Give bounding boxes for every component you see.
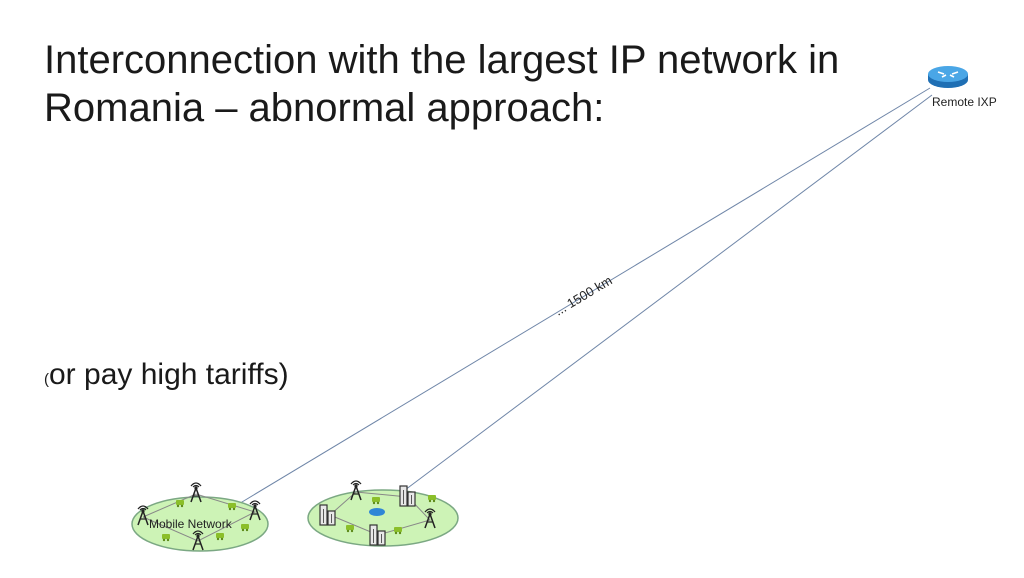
router-label: Remote IXP (932, 95, 997, 109)
note-paren: ( (44, 371, 49, 388)
link-mobile-to-ixp (236, 87, 931, 506)
tariff-note: (or pay high tariffs) (44, 358, 289, 392)
mobile-network-label: Mobile Network (149, 517, 233, 531)
lake-icon (369, 508, 385, 516)
link-city-to-ixp (404, 94, 933, 491)
title-line-2: Romania – abnormal approach: (44, 86, 605, 130)
distance-label: ... 1500 km (552, 273, 615, 319)
title-line-1: Interconnection with the largest IP netw… (44, 38, 840, 82)
note-text: or pay high tariffs) (49, 358, 289, 391)
building-icon (399, 485, 416, 507)
slide-title: Interconnection with the largest IP netw… (44, 36, 924, 132)
router-icon (928, 66, 968, 88)
mobile-network-cloud (131, 482, 269, 552)
city-network-cloud (307, 480, 459, 547)
